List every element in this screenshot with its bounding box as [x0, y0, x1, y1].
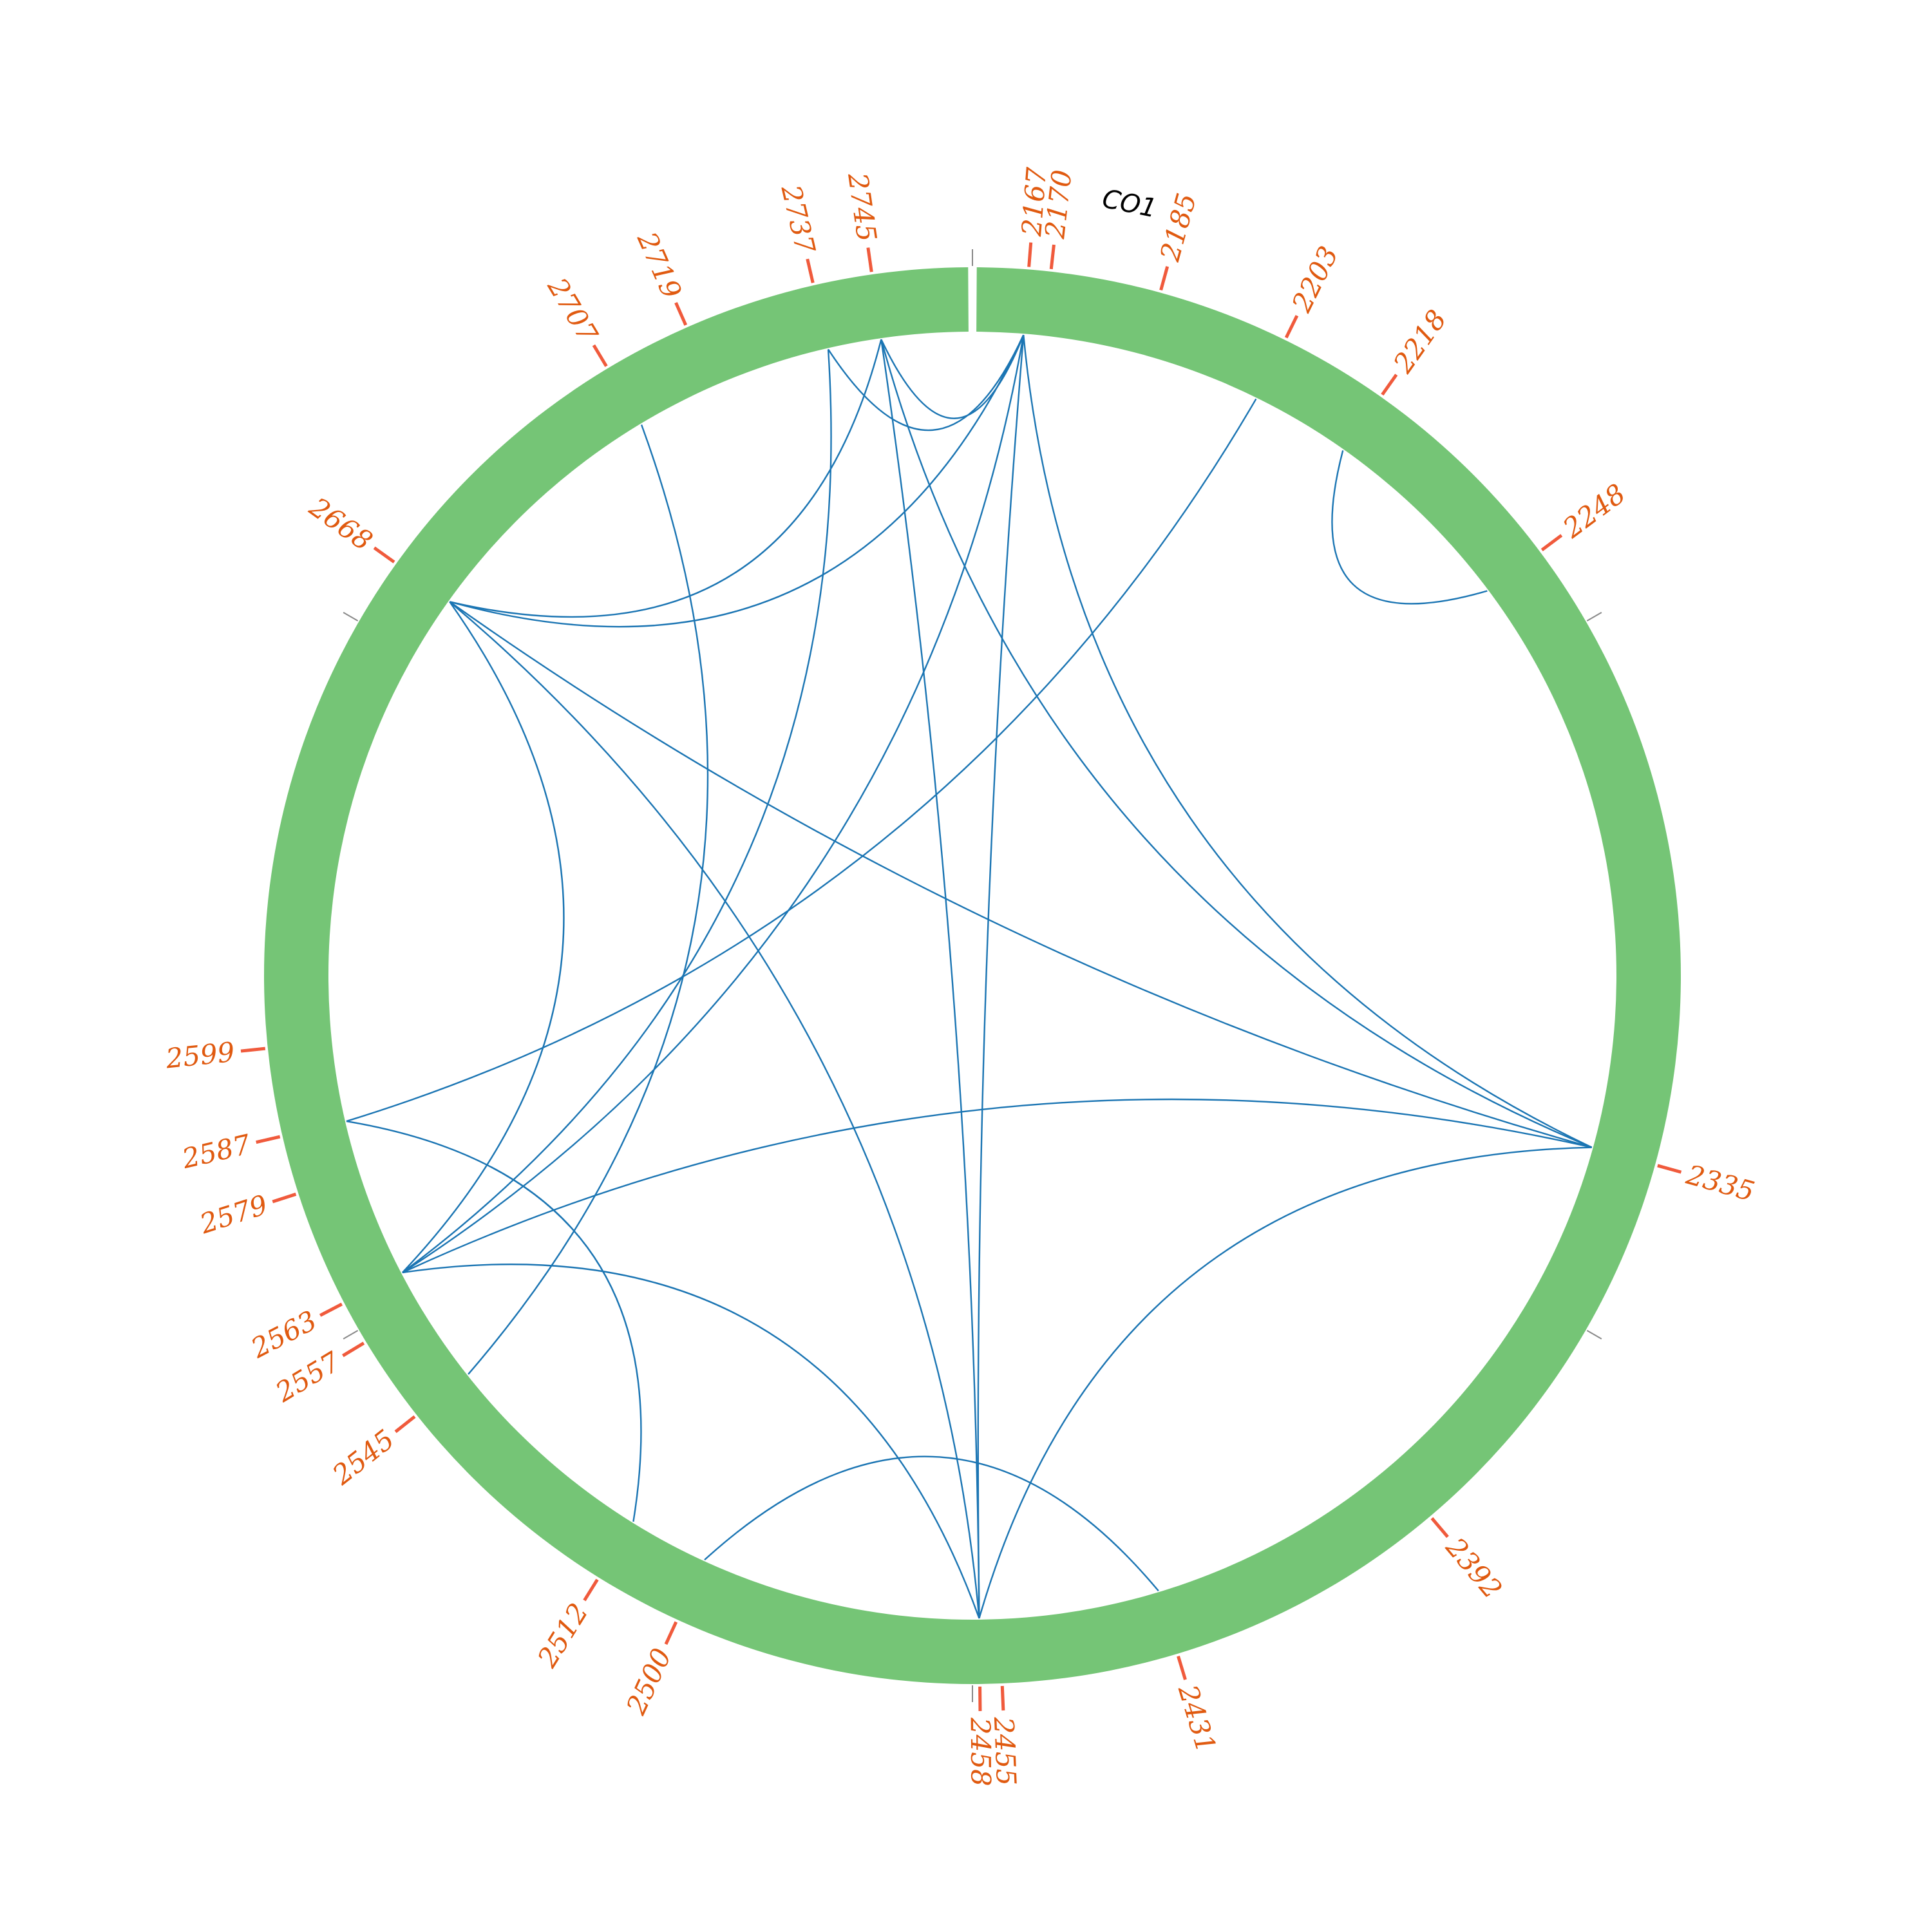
position-tick [1381, 374, 1398, 396]
position-label: 2545 [326, 1423, 400, 1491]
scale-tick [1586, 1330, 1602, 1340]
link-line [449, 601, 1593, 1148]
link-line [704, 1455, 1159, 1592]
link-line [1023, 335, 1593, 1148]
position-label: 2737 [775, 182, 821, 256]
link-line [402, 334, 1025, 1274]
position-tick [240, 1046, 266, 1053]
position-tick [806, 258, 815, 283]
link-line [449, 601, 980, 1619]
position-label: 2500 [620, 1643, 678, 1719]
position-tick [1000, 1685, 1005, 1711]
position-tick [373, 546, 395, 564]
position-tick [342, 1341, 365, 1358]
scale-tick [343, 1330, 359, 1340]
position-tick [664, 1621, 678, 1645]
scale-tick [343, 612, 359, 621]
position-tick [1049, 244, 1056, 270]
link-line [880, 339, 1593, 1148]
position-tick [1159, 266, 1170, 291]
position-label: 2170 [1039, 168, 1078, 241]
position-label: 2579 [196, 1189, 272, 1240]
link-line [1331, 450, 1488, 605]
position-label: 2557 [270, 1345, 346, 1408]
position-label: 2167 [1016, 166, 1052, 238]
position-label: 2563 [245, 1304, 321, 1364]
position-tick [1657, 1164, 1682, 1174]
chromosome-ring-band [264, 267, 1681, 1684]
link-line [401, 601, 565, 1273]
link-line [449, 339, 882, 618]
position-label: 2512 [531, 1598, 594, 1674]
position-tick [1430, 1517, 1449, 1539]
link-line [449, 334, 1025, 628]
position-label: 2203 [1285, 242, 1345, 317]
scale-tick [1586, 612, 1602, 621]
link-line [880, 334, 1025, 419]
position-label: 2587 [178, 1128, 253, 1175]
position-tick [1540, 534, 1563, 552]
position-label: 2431 [1172, 1681, 1222, 1756]
position-label: 2745 [842, 170, 883, 243]
position-tick [1027, 242, 1033, 267]
position-tick [674, 301, 688, 326]
position-label: 2719 [631, 227, 688, 303]
chromosome-label: CO1 [1100, 184, 1159, 224]
position-tick [394, 1415, 416, 1434]
position-label: 2185 [1153, 190, 1202, 265]
position-label: 2707 [541, 272, 604, 348]
position-label: 2248 [1557, 478, 1631, 545]
position-label: 2599 [164, 1036, 236, 1075]
position-label: 2668 [303, 491, 378, 557]
link-line [346, 398, 1257, 1122]
position-tick [592, 344, 608, 367]
link-line [977, 335, 1025, 1618]
chromosome-ring [264, 249, 1681, 1702]
position-label: 2335 [1683, 1159, 1758, 1208]
position-tick [1284, 315, 1299, 339]
link-line [402, 349, 832, 1273]
position-label: 2455 [988, 1716, 1022, 1786]
link-line [468, 424, 709, 1375]
position-tick [256, 1135, 281, 1144]
position-label: 2392 [1439, 1531, 1508, 1605]
position-tick [866, 247, 873, 272]
link-group [346, 334, 1593, 1619]
link-line [402, 1098, 1592, 1274]
position-tick [319, 1302, 343, 1317]
link-line [880, 339, 980, 1618]
position-label: 2218 [1387, 304, 1452, 379]
link-line [346, 1120, 642, 1522]
position-label: 2458 [965, 1717, 997, 1786]
position-tick [272, 1192, 297, 1204]
link-line [978, 1146, 1592, 1619]
position-tick [1177, 1656, 1187, 1680]
position-tick [583, 1578, 599, 1602]
link-line [402, 1264, 980, 1619]
link-line [828, 334, 1025, 431]
